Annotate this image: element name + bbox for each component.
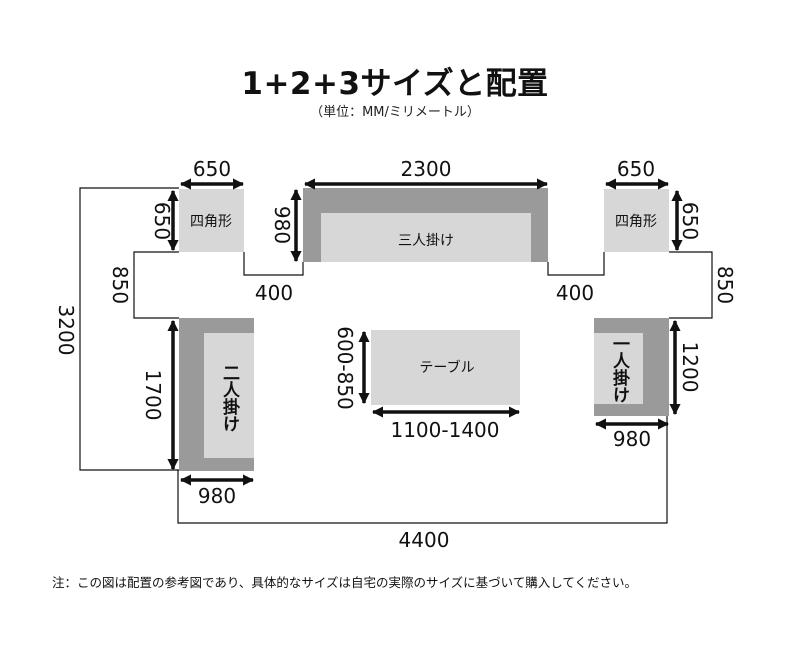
dim-overall-depth: 3200 <box>54 305 78 356</box>
dim-square-right-width: 650 <box>617 157 655 181</box>
dim-two-seater-depth: 980 <box>198 484 236 508</box>
dim-three-seater-depth: 980 <box>270 206 294 244</box>
square-right-label: 四角形 <box>615 214 657 230</box>
three-seater-piece <box>303 188 548 262</box>
two-seater-label: 二人掛け <box>219 364 240 432</box>
table-piece <box>371 330 520 405</box>
dim-one-seater-depth: 980 <box>613 427 651 451</box>
dim-three-seater-width: 2300 <box>401 157 452 181</box>
dim-table-depth: 600-850 <box>333 326 357 410</box>
page-title: 1+2+3サイズと配置 <box>241 66 549 102</box>
dim-gap-left: 400 <box>255 281 293 305</box>
footnote: 注：この図は配置の参考図であり、具体的なサイズは自宅の実際のサイズに基づいて購入… <box>52 575 638 590</box>
dim-square-left-depth: 650 <box>150 202 174 240</box>
dimension-arrows <box>167 178 683 486</box>
dim-table-width: 1100-1400 <box>390 418 499 442</box>
dim-aisle-right: 850 <box>713 266 737 304</box>
square-left-piece <box>179 189 244 252</box>
two-seater-piece <box>179 318 254 471</box>
dim-overall-width: 4400 <box>399 528 450 552</box>
square-right-piece <box>604 189 669 252</box>
table-label: テーブル <box>419 359 474 376</box>
one-seater-piece <box>594 318 669 416</box>
unit-note: （単位：MM/ミリメートル） <box>310 105 480 120</box>
three-seater-label: 三人掛け <box>398 233 454 249</box>
square-left-label: 四角形 <box>190 214 232 230</box>
one-seater-label: 一人掛け <box>609 335 630 403</box>
dim-square-left-width: 650 <box>193 157 231 181</box>
outline-lines <box>79 187 713 524</box>
dim-one-seater-length: 1200 <box>678 342 702 393</box>
dim-square-right-depth: 650 <box>678 202 702 240</box>
dim-aisle-left: 850 <box>108 266 132 304</box>
dim-gap-right: 400 <box>556 281 594 305</box>
dim-two-seater-length: 1700 <box>141 370 165 421</box>
